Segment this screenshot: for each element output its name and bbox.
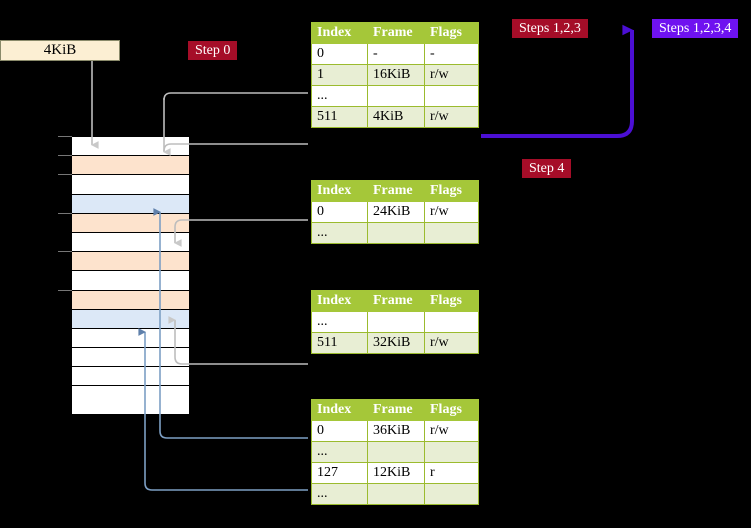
badge-step-4: Step 4 — [522, 159, 572, 178]
page-table-level-0-r1-flags: r/w — [424, 64, 479, 86]
page-table-level-1-header-flags: Flags — [424, 180, 479, 202]
memory-row-13 — [72, 386, 189, 406]
memory-row-5 — [72, 232, 189, 253]
page-table-level-0-r3-index: 511 — [311, 106, 368, 128]
page-table-level-2-r1-index: 511 — [311, 332, 368, 354]
memory-row-tick-6 — [58, 251, 72, 253]
page-table-level-3-r2-flags: r — [424, 462, 479, 484]
page-table-level-3-r3-frame — [367, 483, 425, 505]
page-table-level-2-r0-index: ... — [311, 311, 368, 333]
memory-row-11 — [72, 348, 189, 368]
memory-row-7 — [72, 271, 189, 291]
page-table-level-2-r0-flags — [424, 311, 479, 333]
page-table-level-3-header-index: Index — [311, 399, 368, 421]
memory-row-10 — [72, 328, 189, 349]
page-table-level-3-r1-frame — [367, 441, 425, 463]
page-table-level-0-r2-index: ... — [311, 85, 368, 107]
wire-table1-to-memory — [173, 219, 308, 247]
page-table-level-1-header-index: Index — [311, 180, 368, 202]
badge-steps-1234: Steps 1,2,3,4 — [652, 19, 739, 38]
badge-steps-123: Steps 1,2,3 — [512, 19, 588, 38]
badge-step-0: Step 0 — [188, 41, 238, 60]
page-table-level-3-r3-flags — [424, 483, 479, 505]
page-frame-4kib-label: 4KiB — [43, 42, 77, 58]
page-table-level-3-r0-flags: r/w — [424, 420, 479, 442]
table-row: 0-- — [311, 43, 479, 65]
page-table-level-2-r1-flags: r/w — [424, 332, 479, 354]
page-table-level-2-header-index: Index — [311, 290, 368, 312]
memory-row-tick-1 — [58, 155, 72, 157]
page-table-level-1-r1-frame — [367, 222, 425, 244]
page-table-level-3-header-frame: Frame — [367, 399, 425, 421]
table-row: ... — [311, 85, 479, 107]
page-table-level-1-r0-flags: r/w — [424, 201, 479, 223]
memory-row-9 — [72, 309, 189, 329]
page-table-level-0-r3-frame: 4KiB — [367, 106, 425, 128]
memory-row-4 — [72, 213, 189, 233]
page-table-level-1-r1-flags — [424, 222, 479, 244]
page-table-level-3-header-flags: Flags — [424, 399, 479, 421]
page-table-level-0-header-index: Index — [311, 22, 368, 44]
page-table-level-0-r0-frame: - — [367, 43, 425, 65]
table-row: ... — [311, 222, 479, 244]
memory-row-tick-8 — [58, 289, 72, 291]
page-table-level-3-r0-index: 0 — [311, 420, 368, 442]
page-table-level-0-r0-flags: - — [424, 43, 479, 65]
page-table-level-0-header-flags: Flags — [424, 22, 479, 44]
page-table-level-0-r1-index: 1 — [311, 64, 368, 86]
page-table-level-2-header-frame: Frame — [367, 290, 425, 312]
page-table-level-1-header-frame: Frame — [367, 180, 425, 202]
wire-table2-to-memory — [168, 316, 308, 365]
wire-violet-loopback — [481, 24, 634, 138]
page-table-level-0-r2-frame — [367, 85, 425, 107]
page-table-level-0-r3-flags: r/w — [424, 106, 479, 128]
page-table-level-2-r0-frame — [367, 311, 425, 333]
page-table-level-0-r2-flags — [424, 85, 479, 107]
memory-row-2 — [72, 175, 189, 195]
memory-row-6 — [72, 252, 189, 272]
memory-row-tick-4 — [58, 212, 72, 214]
page-table-level-2-r1-frame: 32KiB — [367, 332, 425, 354]
page-table-level-0-r1-frame: 16KiB — [367, 64, 425, 86]
physical-memory-grid — [71, 136, 190, 415]
memory-row-3 — [72, 194, 189, 214]
page-table-level-0-header-frame: Frame — [367, 22, 425, 44]
page-table-level-1-r0-index: 0 — [311, 201, 368, 223]
page-table-level-1-r0-frame: 24KiB — [367, 201, 425, 223]
page-table-level-3-r2-frame: 12KiB — [367, 462, 425, 484]
page-table-level-3-r2-index: 127 — [311, 462, 368, 484]
page-table-level-0-r0-index: 0 — [311, 43, 368, 65]
memory-row-0 — [72, 137, 189, 157]
page-table-level-3-r1-index: ... — [311, 441, 368, 463]
memory-row-tick-0 — [58, 136, 72, 137]
table-row: ... — [311, 311, 479, 333]
page-table-level-3-r1-flags — [424, 441, 479, 463]
page-frame-4kib-block: 4KiB — [0, 40, 120, 61]
page-table-level-3-r3-index: ... — [311, 483, 368, 505]
memory-row-tick-2 — [58, 174, 72, 176]
page-table-level-1-r1-index: ... — [311, 222, 368, 244]
page-table-level-2-header-flags: Flags — [424, 290, 479, 312]
table-row: ... — [311, 483, 479, 505]
memory-row-12 — [72, 367, 189, 387]
memory-row-1 — [72, 156, 189, 176]
table-row: ... — [311, 441, 479, 463]
page-table-level-3-r0-frame: 36KiB — [367, 420, 425, 442]
memory-row-8 — [72, 290, 189, 310]
